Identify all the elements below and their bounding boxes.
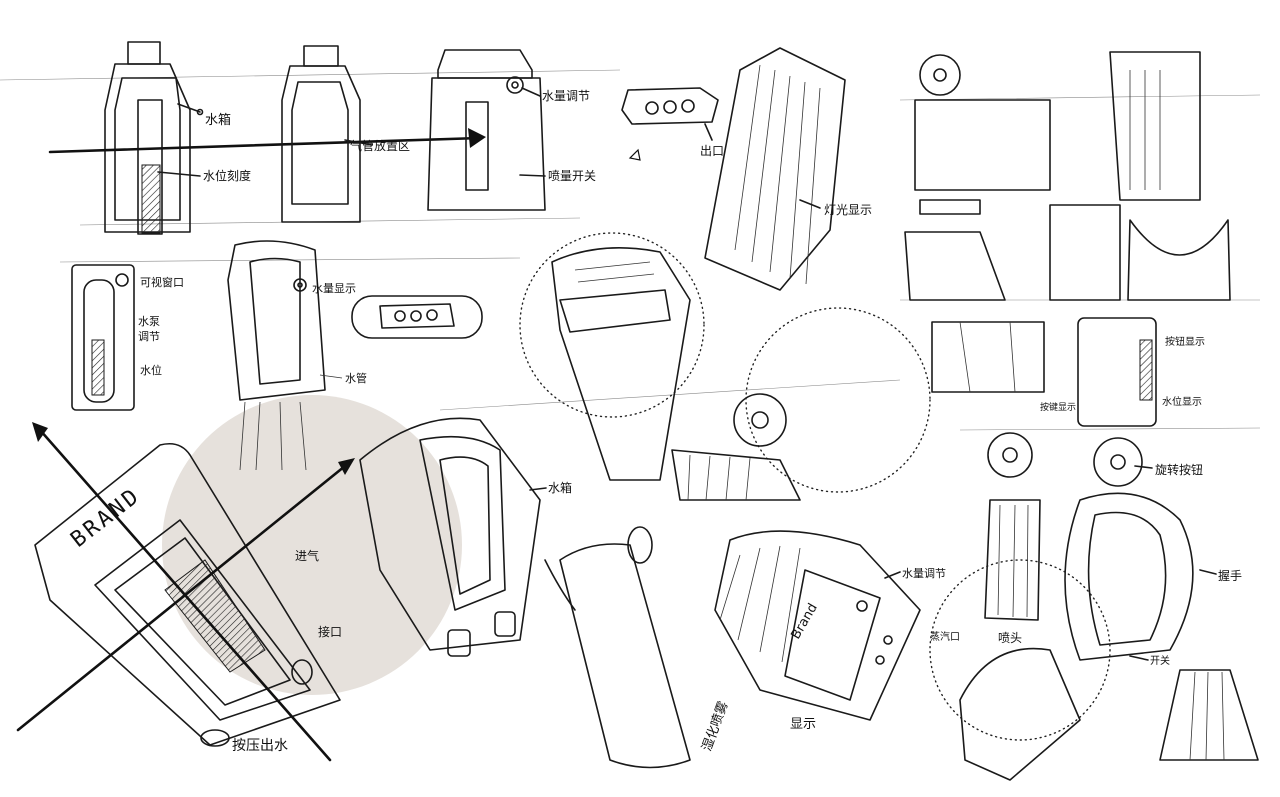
sketch-front-view-2: 气管放置区 — [281, 45, 410, 223]
sketch-right-top: 按钮显示 水位显示 按键显示 — [904, 51, 1231, 427]
sketch-ribbed-grip: 灯光显示 — [704, 47, 872, 291]
sketch-bottle-2: 水量显示 水管 — [227, 240, 367, 471]
label-air-chamber: 气管放置区 — [350, 138, 410, 153]
label-water-output: 水量调节 — [542, 89, 590, 103]
label-display: 显示 — [790, 717, 816, 732]
sketch-spray-head — [544, 526, 691, 769]
sketch-zoom-circle-2 — [671, 307, 931, 501]
label-tank-brand: 水箱 — [548, 480, 572, 495]
brand-text-small: Brand — [788, 601, 820, 642]
label-steam-outlet: 蒸汽口 — [930, 630, 960, 643]
label-water-display: 水量显示 — [312, 282, 356, 295]
sketch-button-detail-1: 出口 — [621, 87, 724, 158]
brand-text-large: BRAND — [66, 483, 145, 553]
label-water-level: 水位 — [140, 363, 162, 377]
label-button-check: 按钮显示 — [1165, 335, 1205, 348]
label-handle: 握手 — [1218, 568, 1242, 583]
label-spray-head: 喷头 — [998, 631, 1022, 645]
label-water-volume-adjust: 水量调节 — [902, 567, 946, 580]
label-water-pipe: 水管 — [345, 371, 367, 385]
label-adjust: 调节 — [138, 330, 160, 343]
sketch-side-window: 可视窗口 水泵 调节 水位 — [71, 264, 184, 411]
accent-circle — [162, 395, 462, 695]
label-pipe-connector: 接口 — [318, 624, 342, 639]
label-rotate-button: 旋转按钮 — [1155, 462, 1203, 477]
sketch-zoom-circle-1 — [519, 232, 705, 481]
sketch-right-bottom: 旋转按钮 握手 开关 喷头 蒸汽口 — [929, 432, 1259, 781]
label-outlet: 出口 — [700, 144, 724, 158]
label-water-level-show: 水位显示 — [1162, 395, 1202, 408]
construction-lines — [0, 69, 1261, 431]
label-visible-window: 可视窗口 — [140, 275, 184, 289]
label-air-intake: 进气 — [295, 548, 319, 563]
label-switch: 开关 — [1150, 654, 1170, 667]
sketch-front-view-1: 水箱 水位刻度 — [104, 41, 251, 235]
label-light-indicator: 灯光显示 — [824, 203, 872, 217]
label-spray-switch: 喷量开关 — [548, 169, 596, 183]
section-arrow-top — [48, 128, 486, 154]
label-press-spray: 按压出水 — [232, 738, 288, 754]
sketch-perspective-body: 水箱 — [359, 417, 572, 657]
sketch-brand-device: Brand 水量调节 显示 湿化喷雾 — [700, 530, 946, 753]
sketch-button-detail-2 — [351, 295, 483, 339]
label-humidity-spray: 湿化喷雾 — [700, 699, 732, 753]
label-button-tip: 按键显示 — [1040, 401, 1076, 413]
sketch-front-view-3: 水量调节 喷量开关 — [427, 49, 641, 211]
label-water-pump: 水泵 — [138, 315, 160, 328]
label-water-tank: 水箱 — [205, 112, 231, 128]
label-water-level-scale: 水位刻度 — [203, 168, 251, 183]
